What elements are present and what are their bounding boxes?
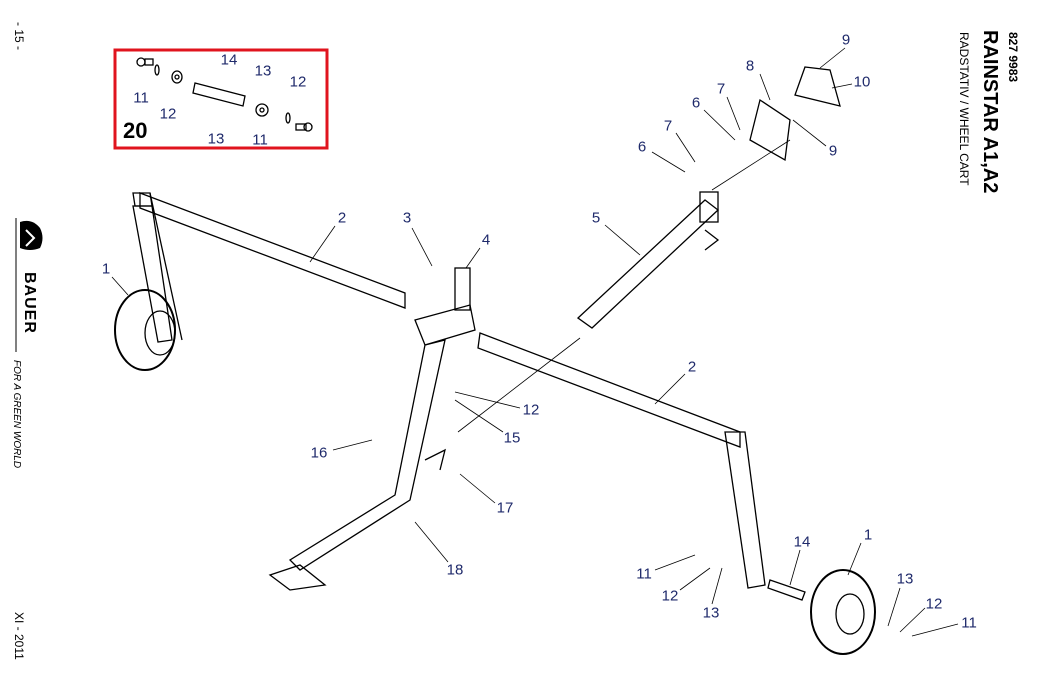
callout-label: 13 xyxy=(254,62,272,80)
callout-label: 18 xyxy=(446,561,464,579)
inset-number: 20 xyxy=(123,118,148,143)
callout-label: 1 xyxy=(863,526,873,544)
callout-label: 16 xyxy=(310,444,328,462)
callout-label: 12 xyxy=(289,73,307,91)
callout-label: 13 xyxy=(207,130,225,148)
callout-label: 11 xyxy=(636,565,652,583)
callout-label: 2 xyxy=(687,358,697,376)
brand-name: BAUER xyxy=(21,272,38,334)
callout-label: 8 xyxy=(745,57,755,75)
bauer-logo-icon xyxy=(15,218,43,352)
page-subtitle: RADSTATIV / WHEEL CART xyxy=(957,32,971,186)
page-number: - 15 - xyxy=(12,22,26,51)
callout-label: 12 xyxy=(925,595,943,613)
callout-label: 10 xyxy=(853,73,871,91)
callout-label: 13 xyxy=(702,604,720,622)
callout-label: 11 xyxy=(961,614,977,632)
callout-label: 13 xyxy=(896,570,914,588)
callout-label: 15 xyxy=(503,429,521,447)
callout-label: 12 xyxy=(159,105,177,123)
callout-label: 9 xyxy=(841,31,851,49)
callout-label: 7 xyxy=(716,80,726,98)
callout-label: 11 xyxy=(133,89,149,107)
revision-date: XI - 2011 xyxy=(12,612,26,660)
callout-label: 12 xyxy=(661,587,679,605)
callout-label: 12 xyxy=(522,401,540,419)
callout-label: 2 xyxy=(337,209,347,227)
callout-label: 3 xyxy=(402,209,412,227)
callout-label: 17 xyxy=(496,499,514,517)
callout-label: 11 xyxy=(252,131,268,149)
brand-slogan: FOR A GREEN WORLD xyxy=(11,360,22,469)
callout-label: 6 xyxy=(637,138,647,156)
callout-label: 1 xyxy=(101,260,111,278)
callout-label: 7 xyxy=(663,117,673,135)
page-title: RAINSTAR A1,A2 xyxy=(979,30,1001,194)
callout-label: 9 xyxy=(828,142,838,160)
callout-label: 4 xyxy=(481,231,491,249)
callout-label: 14 xyxy=(220,51,238,69)
callout-label: 5 xyxy=(591,209,601,227)
inset-highlight-box xyxy=(113,48,329,150)
part-number: 827 9983 xyxy=(1006,32,1020,83)
callout-label: 14 xyxy=(793,533,811,551)
callout-label: 6 xyxy=(691,94,701,112)
